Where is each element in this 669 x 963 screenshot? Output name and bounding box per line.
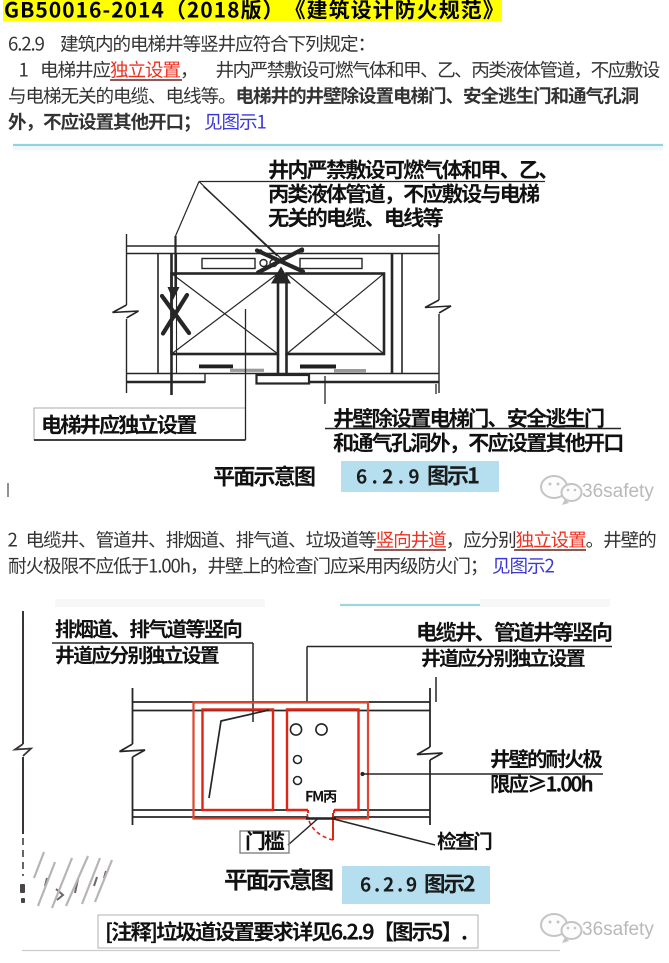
- svg-text:36safety: 36safety: [582, 919, 654, 940]
- svg-text:36safety: 36safety: [582, 481, 654, 502]
